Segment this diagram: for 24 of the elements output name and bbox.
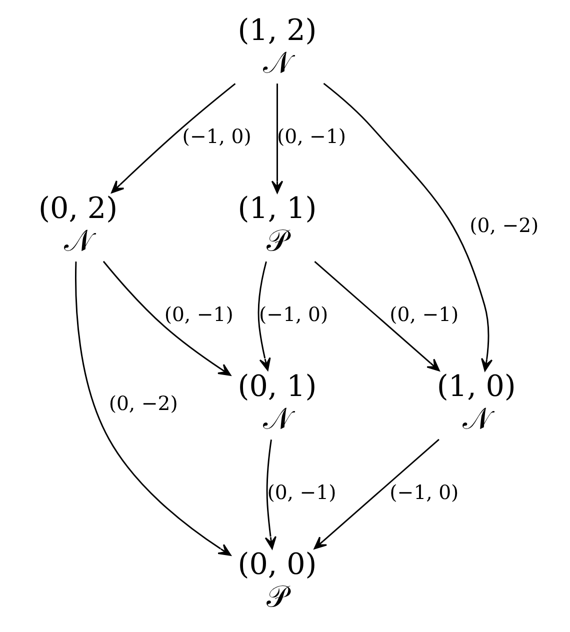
node-text: (1, 1) 𝒫 [238,190,317,258]
node-text: (0, 1) 𝒩 [238,368,317,436]
arrow [323,82,493,372]
arrow [258,261,271,371]
edge-label: (0, −1) [164,303,234,326]
edge-label: (0, −1) [267,481,336,504]
edge-label: (0, −1) [390,303,459,326]
edge-label: (−1, 0) [259,303,328,326]
node-text: (1, 2) 𝒩 [238,12,317,80]
arrow [102,260,232,376]
arrow [314,260,440,372]
arrow [314,438,440,550]
arrow [264,440,276,550]
node-text: (1, 0) 𝒩 [436,368,516,436]
edge-label: (0, −2) [108,392,178,416]
node-text: (0, 0) 𝒫 [238,546,317,614]
edge-label: (0, −1) [277,125,346,148]
arrow [111,83,236,194]
arrow [75,262,232,556]
edge-label: (−1, 0) [182,125,252,148]
node-text: (0, 2) 𝒩 [38,190,118,258]
edge-label: (0, −2) [470,214,539,238]
edge-label: (−1, 0) [390,481,459,504]
arrow [271,84,284,194]
